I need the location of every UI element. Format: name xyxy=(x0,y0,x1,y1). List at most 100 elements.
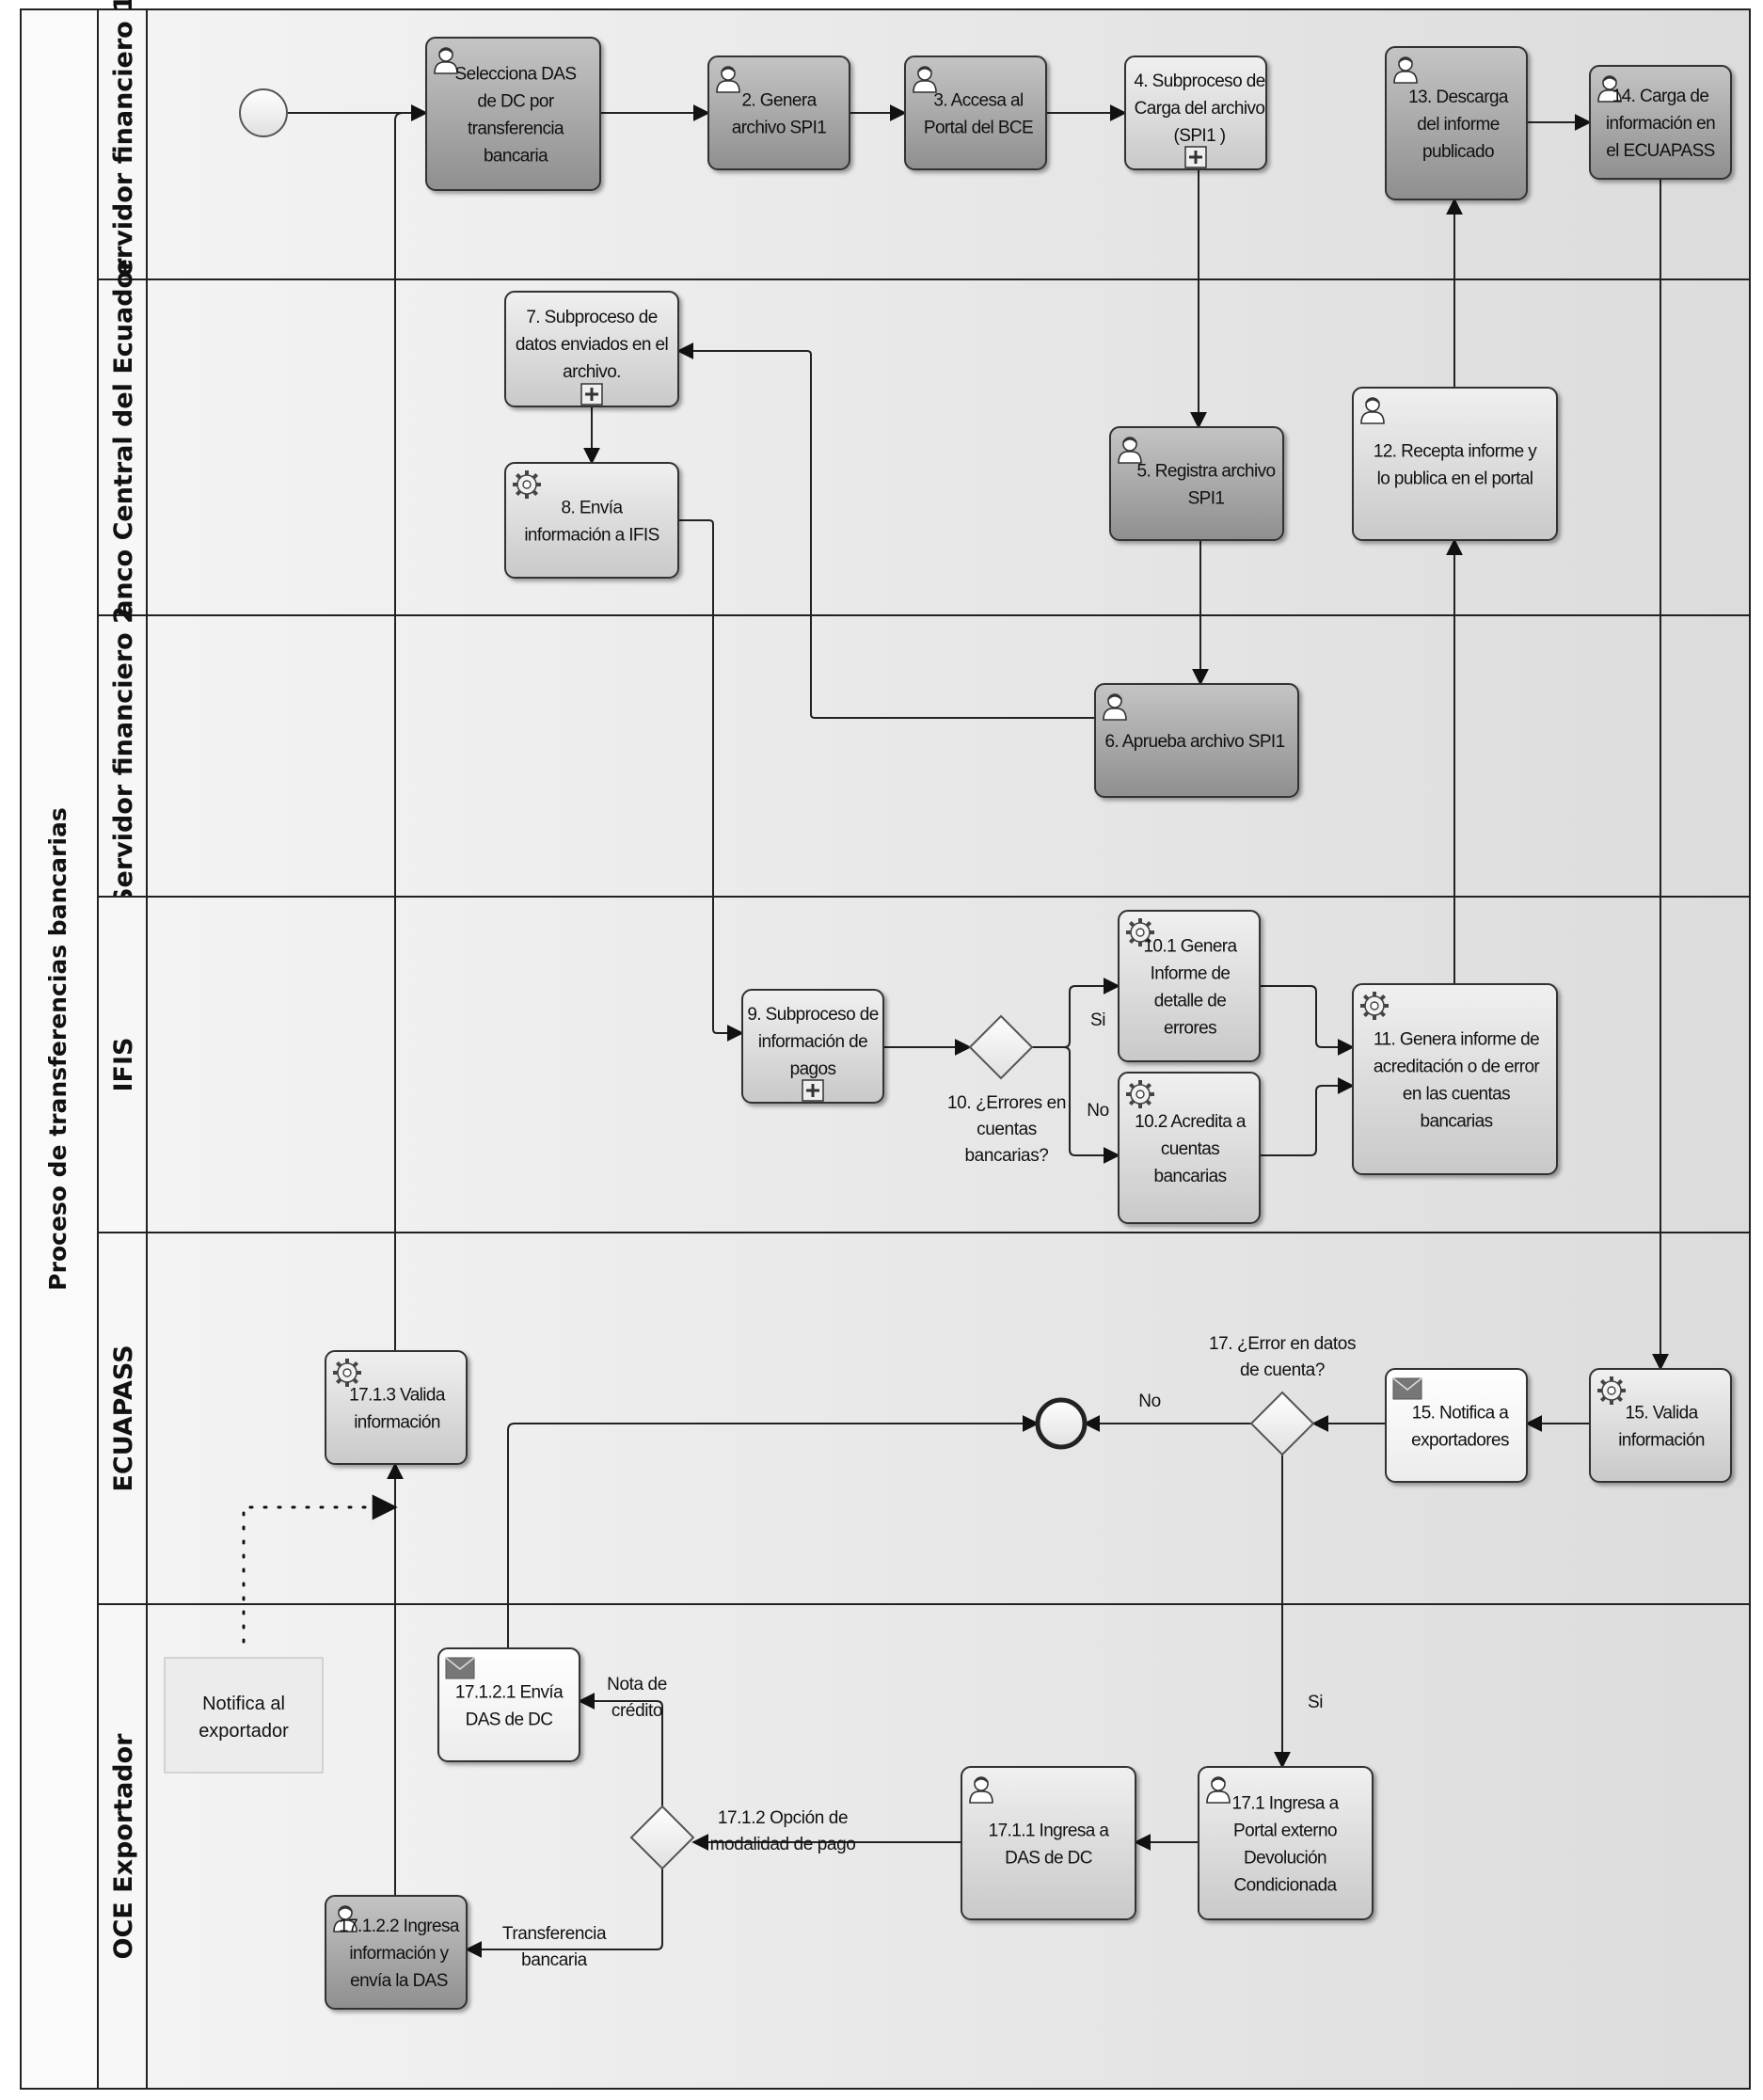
subprocess-plus-icon xyxy=(580,383,603,406)
task-box xyxy=(1352,983,1558,1175)
flow-label-no1: No xyxy=(1087,1101,1109,1121)
task-box xyxy=(904,56,1047,170)
sequence-flow-g1712-t17121 xyxy=(578,1693,663,1806)
lane-header xyxy=(97,614,148,898)
sequence-flow-g1712-t1712_2 xyxy=(465,1869,663,1958)
lane-label: Servidor financiero 2 xyxy=(109,606,138,906)
sequence-flow-t102-t11 xyxy=(1260,1077,1355,1156)
subprocess-plus-icon xyxy=(802,1079,824,1102)
user-icon xyxy=(1103,693,1127,721)
task-t6[interactable]: 6. Aprueba archivo SPI1 xyxy=(1094,683,1299,798)
user-icon xyxy=(1360,397,1385,424)
task-box xyxy=(961,1766,1136,1920)
gear-icon xyxy=(1360,992,1389,1020)
task-box xyxy=(1109,426,1284,541)
flow-label-si2: Si xyxy=(1308,1693,1323,1712)
lane-label: Banco Central del Ecuador xyxy=(109,258,138,636)
flow-label-si1: Si xyxy=(1090,1010,1105,1030)
task-box xyxy=(425,37,601,191)
task-box xyxy=(1589,1368,1732,1483)
user-icon xyxy=(913,66,937,93)
lane-header xyxy=(97,1603,148,2090)
lane-label: ECUAPASS xyxy=(109,1344,138,1491)
lane-label: OCE Exportador xyxy=(109,1733,138,1960)
user-icon xyxy=(434,47,458,74)
lane-sf2: Servidor financiero 2 xyxy=(97,606,1751,906)
end-event[interactable] xyxy=(1035,1397,1088,1450)
task-box xyxy=(1385,46,1528,200)
gateway-diamond xyxy=(1249,1391,1315,1456)
user-icon xyxy=(1118,437,1142,464)
task-box xyxy=(504,291,679,407)
gear-icon xyxy=(1126,918,1154,947)
envelope-icon xyxy=(445,1657,475,1679)
user-icon xyxy=(1597,75,1622,103)
task-label: 6. Aprueba archivo SPI1 xyxy=(1104,732,1284,752)
task-box xyxy=(1124,56,1267,170)
task-box xyxy=(1198,1766,1374,1920)
sequence-flow-t1713-t1 xyxy=(394,104,428,1351)
user-icon xyxy=(1206,1776,1231,1804)
flow-label-no2: No xyxy=(1138,1392,1161,1411)
task-box xyxy=(1118,1072,1261,1224)
sequence-flows xyxy=(242,104,1669,1958)
sequence-flow-t101-t11 xyxy=(1260,985,1355,1056)
task-box xyxy=(325,1350,468,1465)
lane-header xyxy=(97,1232,148,1605)
user-icon xyxy=(716,66,740,93)
user-icon xyxy=(1393,56,1418,84)
subprocess-plus-icon xyxy=(1184,146,1207,168)
task-box xyxy=(325,1895,468,2010)
start-event[interactable] xyxy=(239,88,288,137)
lane-label: IFIS xyxy=(109,1038,138,1092)
envelope-icon xyxy=(1392,1377,1422,1400)
user-icon xyxy=(333,1905,357,1933)
task-box xyxy=(707,56,850,170)
